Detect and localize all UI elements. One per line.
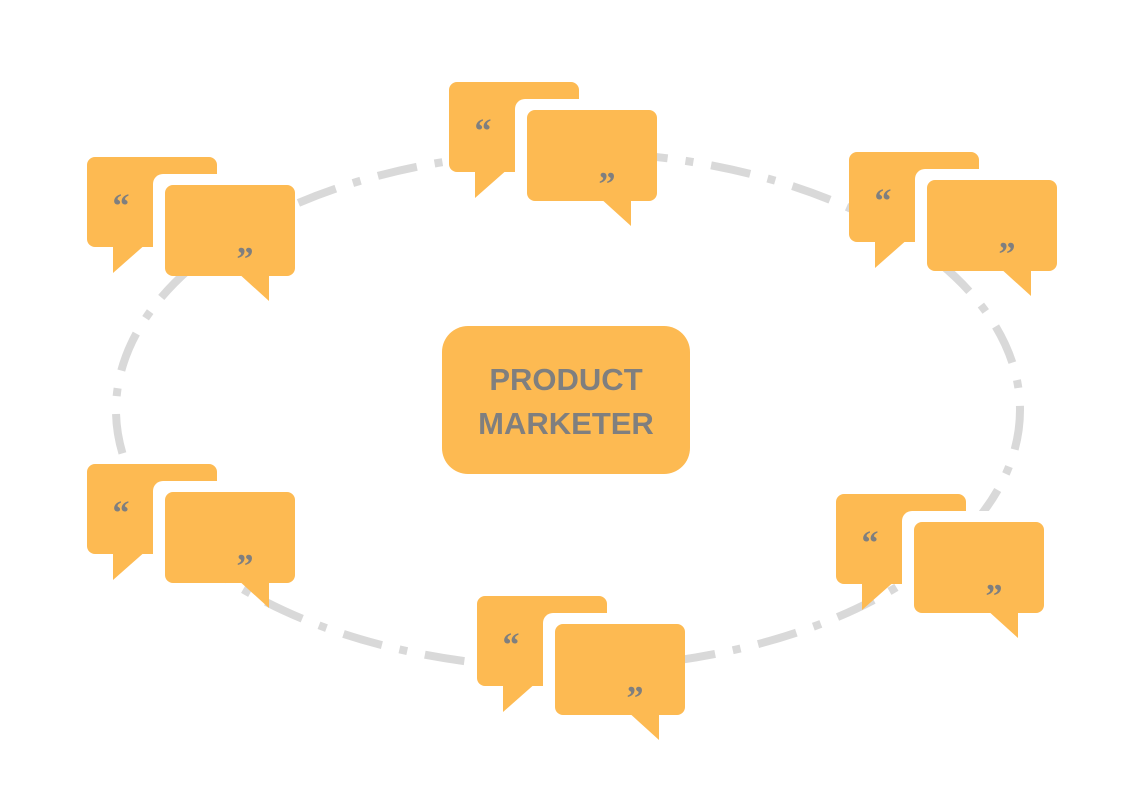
close-quote-icon: ”	[237, 548, 254, 585]
speech-bubble-group-top-left: “ ”	[87, 157, 295, 301]
front-speech-bubble-icon: ”	[543, 613, 685, 740]
front-speech-bubble-icon: ”	[515, 99, 657, 226]
open-quote-icon: “	[113, 188, 130, 225]
front-speech-bubble-icon: ”	[902, 511, 1044, 638]
open-quote-icon: “	[475, 113, 492, 150]
center-node: PRODUCT MARKETER	[442, 326, 690, 474]
open-quote-icon: “	[862, 525, 879, 562]
close-quote-icon: ”	[237, 241, 254, 278]
center-label-line2: MARKETER	[478, 406, 654, 441]
center-label-line1: PRODUCT	[489, 362, 642, 397]
front-speech-bubble-icon: ”	[153, 174, 295, 301]
speech-bubble-group-top-right: “ ”	[849, 152, 1057, 296]
close-quote-icon: ”	[599, 166, 616, 203]
center-box	[442, 326, 690, 474]
close-quote-icon: ”	[627, 680, 644, 717]
open-quote-icon: “	[875, 183, 892, 220]
speech-bubble-group-bottom-left: “ ”	[87, 464, 295, 608]
front-speech-bubble-icon: ”	[915, 169, 1057, 296]
close-quote-icon: ”	[999, 236, 1016, 273]
open-quote-icon: “	[113, 495, 130, 532]
speech-bubble-group-bottom-right: “ ”	[836, 494, 1044, 638]
open-quote-icon: “	[503, 627, 520, 664]
speech-bubble-group-bottom: “ ”	[477, 596, 685, 740]
front-speech-bubble-icon: ”	[153, 481, 295, 608]
close-quote-icon: ”	[986, 578, 1003, 615]
speech-bubble-group-top: “ ”	[449, 82, 657, 226]
